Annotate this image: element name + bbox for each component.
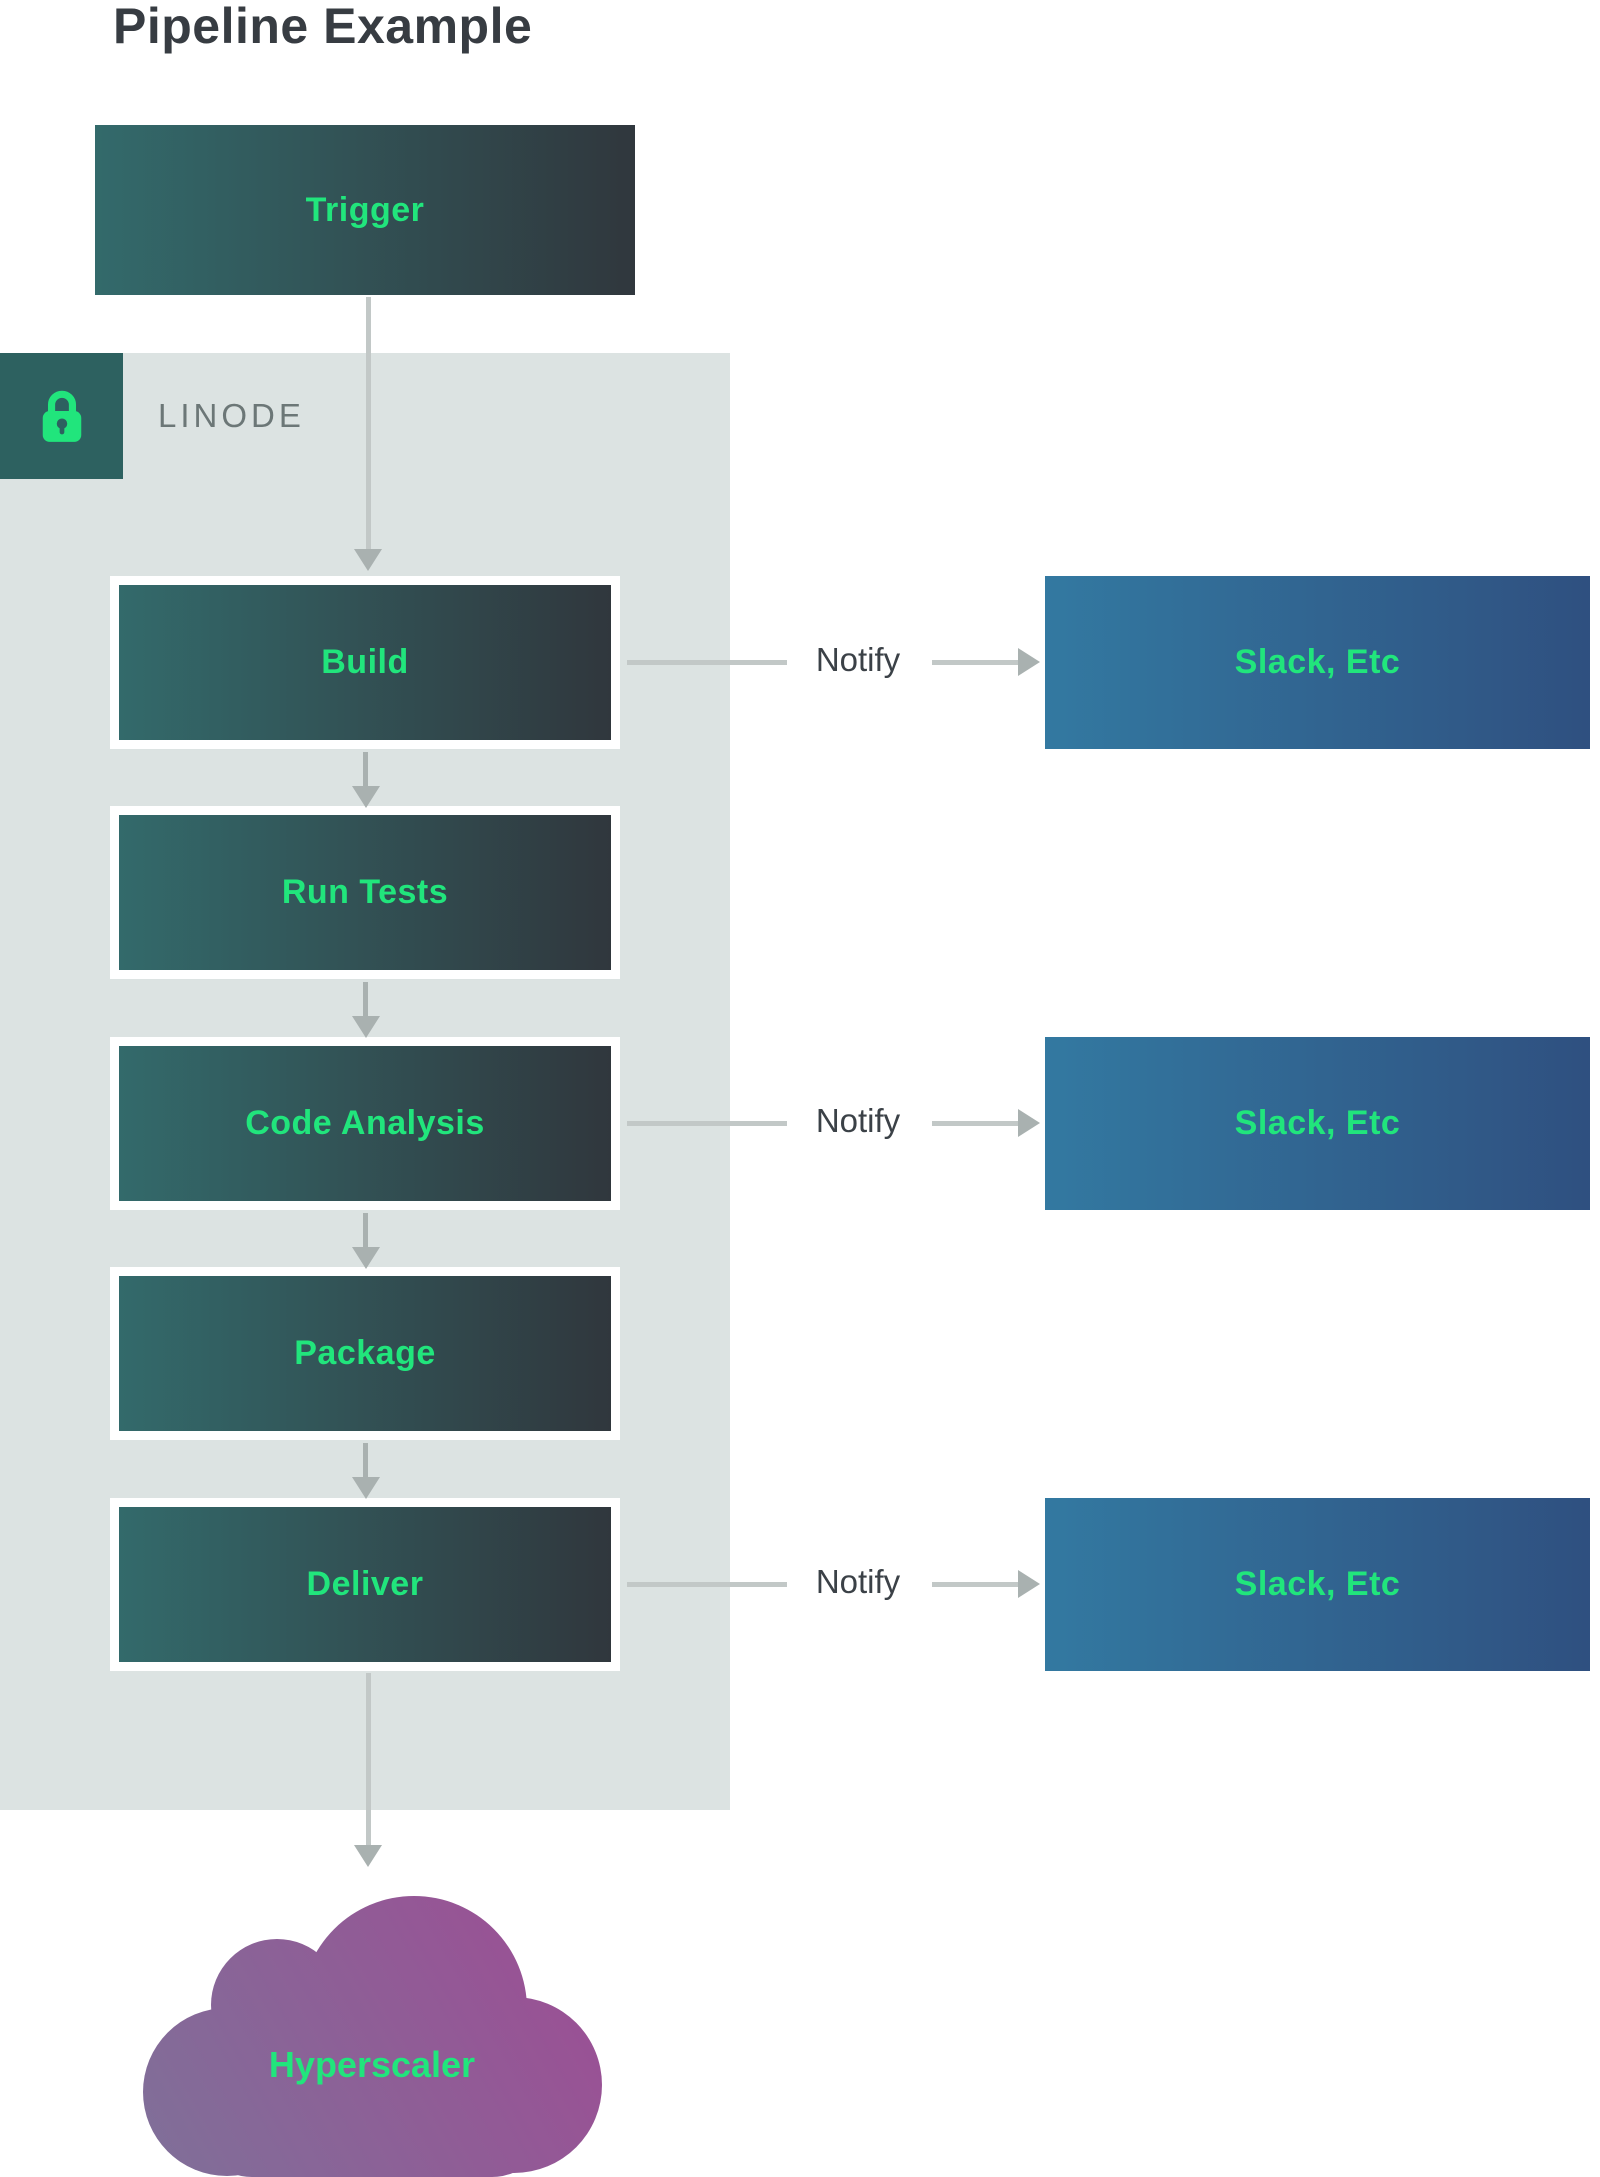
notification-target-label: Slack, Etc (1234, 1104, 1401, 1142)
flow-arrow-stem (363, 982, 368, 1016)
cloud-icon (143, 1896, 602, 2177)
notify-label: Notify (815, 641, 901, 678)
stage-label: Code Analysis (245, 1104, 485, 1142)
notify-connector-line (627, 660, 787, 665)
notify-label: Notify (815, 1563, 901, 1600)
flow-arrow-stem (363, 1213, 368, 1247)
stage-label: Package (294, 1334, 436, 1372)
trigger-label: Trigger (305, 190, 425, 229)
arrow-down-icon (354, 1845, 382, 1867)
notification-target-node: Slack, Etc (1045, 1498, 1590, 1671)
notification-target-node: Slack, Etc (1045, 576, 1590, 749)
arrow-down-icon (352, 786, 380, 808)
flow-arrow-stem (363, 752, 368, 786)
notification-target-node: Slack, Etc (1045, 1037, 1590, 1210)
stage-label: Run Tests (281, 873, 449, 911)
arrow-down-icon (352, 1477, 380, 1499)
arrow-right-icon (1018, 1570, 1040, 1598)
flow-arrow-stem (932, 1121, 1018, 1126)
stage-label: Deliver (306, 1565, 424, 1603)
stage-label: Build (321, 643, 409, 681)
notify-connector-line (627, 1582, 787, 1587)
lock-icon (42, 390, 81, 442)
stage-node-build-face: Build (119, 585, 611, 740)
stage-node-run-tests: Run Tests (110, 806, 620, 979)
stage-node-code-analysis: Code Analysis (110, 1037, 620, 1210)
stage-node-code-analysis-face: Code Analysis (119, 1046, 611, 1201)
arrow-down-icon (352, 1247, 380, 1269)
arrow-right-icon (1018, 648, 1040, 676)
stage-node-package: Package (110, 1267, 620, 1440)
notify-connector-line (627, 1121, 787, 1126)
destination-label: Hyperscaler (268, 2044, 476, 2085)
page-title: Pipeline Example (113, 0, 533, 54)
arrow-down-icon (354, 549, 382, 571)
container-label: LINODE (158, 397, 305, 434)
stage-node-deliver-face: Deliver (119, 1507, 611, 1662)
stage-node-package-face: Package (119, 1276, 611, 1431)
flow-arrow-stem (366, 1673, 371, 1845)
flow-arrow-stem (363, 1443, 368, 1477)
arrow-down-icon (352, 1016, 380, 1038)
stage-node-build: Build (110, 576, 620, 749)
notification-target-label: Slack, Etc (1234, 1565, 1401, 1603)
notify-label: Notify (815, 1102, 901, 1139)
stage-node-run-tests-face: Run Tests (119, 815, 611, 970)
flow-arrow-stem (932, 660, 1018, 665)
stage-node-deliver: Deliver (110, 1498, 620, 1671)
trigger-node: Trigger (95, 125, 635, 295)
arrow-right-icon (1018, 1109, 1040, 1137)
lock-badge (0, 353, 123, 479)
flow-arrow-stem (366, 297, 371, 549)
notification-target-label: Slack, Etc (1234, 643, 1401, 681)
flow-arrow-stem (932, 1582, 1018, 1587)
